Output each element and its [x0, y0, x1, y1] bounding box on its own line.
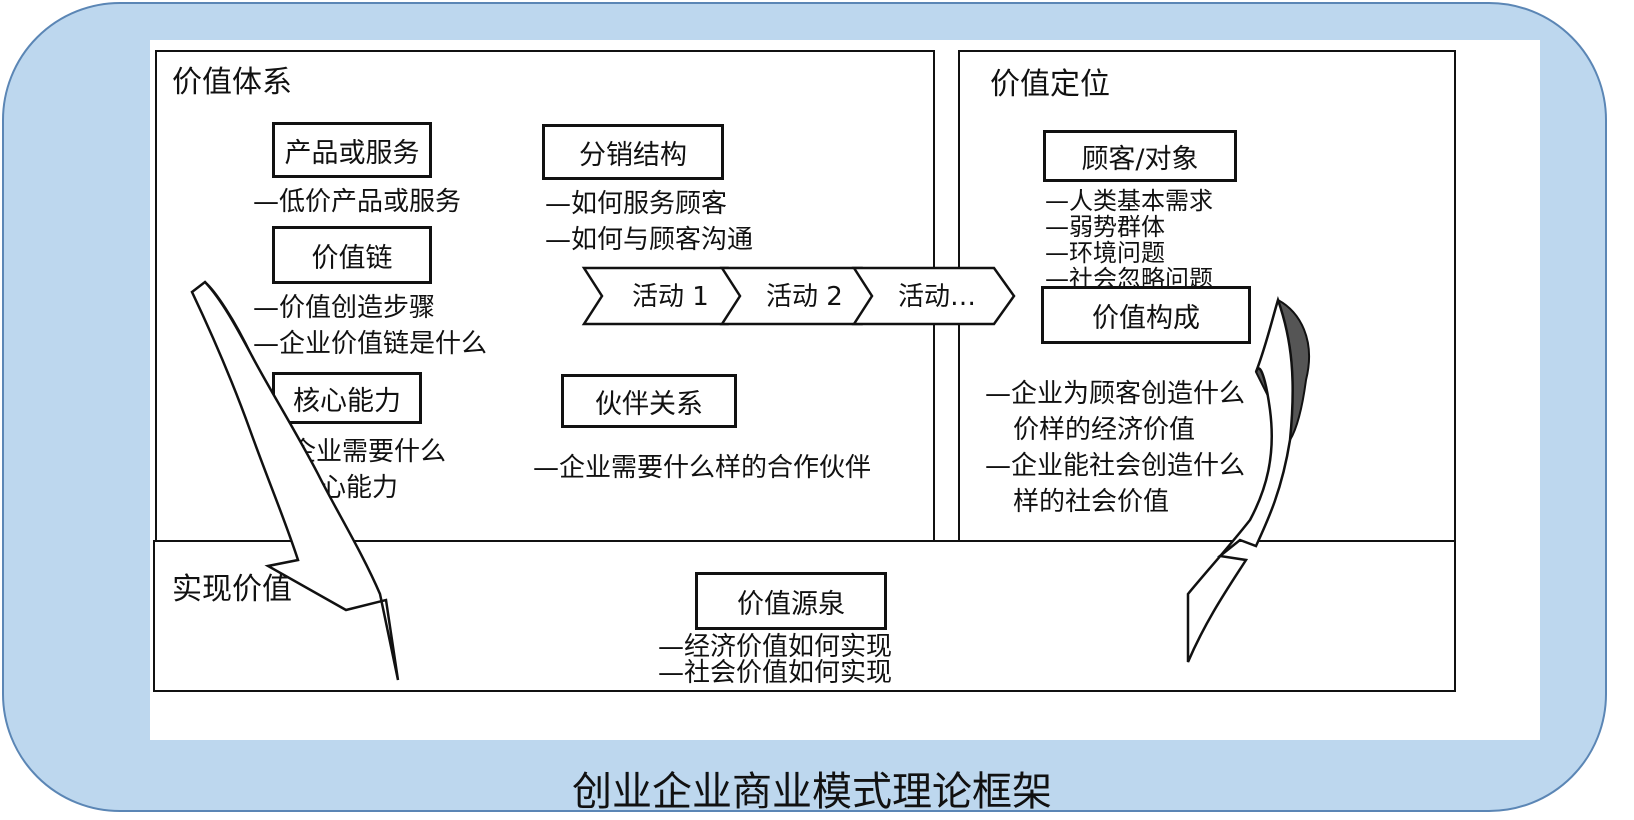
value-positioning-title: 价值定位	[990, 67, 1110, 102]
value-source-bullets: —经济价值如何实现 —社会价值如何实现	[658, 634, 892, 686]
value-realization-title: 实现价值	[172, 572, 292, 607]
value-composition-bullets: —企业为顾客创造什么 价样的经济价值 —企业能社会创造什么 样的社会价值	[985, 376, 1245, 520]
value-source-bullet: —经济价值如何实现	[658, 632, 893, 662]
product-service-box: 产品或服务	[272, 122, 432, 178]
activity-chevron-3	[851, 266, 1016, 326]
distribution-bullet: —如何服务顾客	[545, 189, 728, 219]
customer-box: 顾客/对象	[1043, 130, 1237, 182]
diagram-caption: 创业企业商业模式理论框架	[572, 769, 1052, 815]
value-chain-bullet: —价值创造步骤	[253, 293, 436, 323]
value-composition-bullet: —企业能社会创造什么	[985, 451, 1246, 481]
distribution-box: 分销结构	[542, 124, 724, 180]
value-composition-bullet: 样的社会价值	[1013, 487, 1170, 517]
distribution-bullet: —如何与顾客沟通	[545, 225, 754, 255]
customer-bullet: —弱势群体	[1045, 213, 1165, 241]
value-source-box: 价值源泉	[695, 572, 887, 630]
right-curved-arrow-body	[1186, 295, 1294, 663]
value-system-title: 价值体系	[172, 65, 292, 100]
distribution-bullets: —如何服务顾客 —如何与顾客沟通	[545, 186, 753, 258]
activity-label-3: 活动…	[898, 282, 977, 312]
value-composition-bullet: —企业为顾客创造什么	[985, 379, 1246, 409]
activity-label-2: 活动 2	[766, 282, 843, 312]
partners-bullet: —企业需要什么样的合作伙伴	[533, 453, 872, 483]
customer-bullet: —环境问题	[1045, 239, 1165, 267]
activity-label-1: 活动 1	[632, 282, 709, 312]
customer-bullet: —人类基本需求	[1045, 187, 1213, 215]
core-competence-box: 核心能力	[272, 372, 422, 424]
value-composition-bullet: 价样的经济价值	[1013, 415, 1196, 445]
value-source-bullet: —社会价值如何实现	[658, 658, 893, 688]
value-chain-bullet: —企业价值链是什么	[253, 329, 488, 359]
value-realization-section	[153, 540, 1456, 692]
product-service-bullets: —低价产品或服务	[253, 184, 461, 220]
product-service-bullet: —低价产品或服务	[253, 187, 462, 217]
partners-bullets: —企业需要什么样的合作伙伴	[533, 450, 871, 486]
value-chain-box: 价值链	[272, 226, 432, 284]
left-curved-arrow-body	[190, 280, 400, 681]
partners-box: 伙伴关系	[561, 374, 737, 428]
value-chain-bullets: —价值创造步骤 —企业价值链是什么	[253, 290, 487, 362]
value-composition-box: 价值构成	[1041, 286, 1251, 344]
